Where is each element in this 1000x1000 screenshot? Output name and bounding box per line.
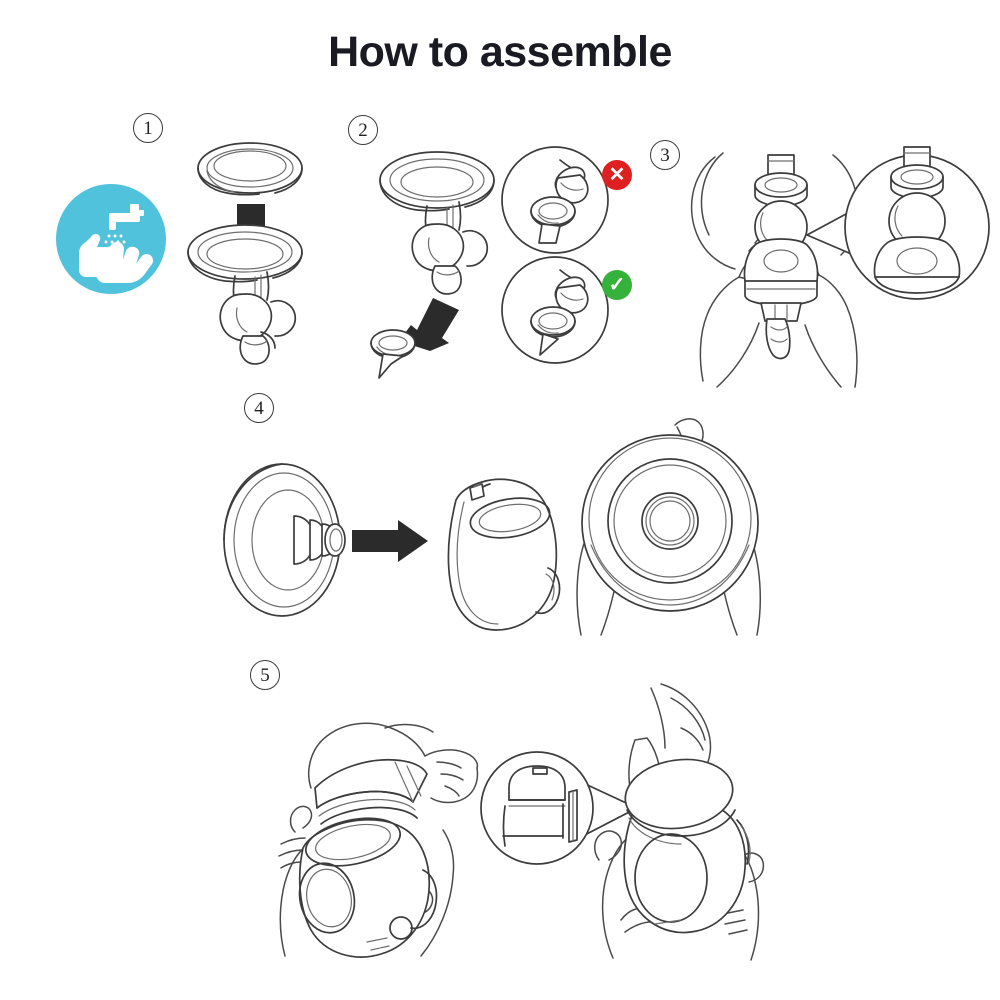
step-4-flange-and-cup xyxy=(223,463,561,631)
breast-shield-flange xyxy=(223,463,346,617)
step-2-callout-incorrect xyxy=(501,146,609,254)
right-arrow-icon xyxy=(352,520,428,562)
breast-shield-flange xyxy=(187,224,303,365)
page-title: How to assemble xyxy=(328,28,672,76)
step-number-2: 2 xyxy=(348,115,378,145)
step-4-callout-press-front-view xyxy=(576,418,762,636)
collector-cup xyxy=(447,478,561,631)
collector-cup xyxy=(298,817,438,958)
step-number-5: 5 xyxy=(250,660,280,690)
step-2-callout-correct xyxy=(501,256,609,364)
motor-unit-lid xyxy=(314,758,428,825)
silicone-cushion xyxy=(197,142,303,196)
step-3-illustration xyxy=(690,146,990,388)
check-icon: ✓ xyxy=(602,270,632,300)
magnifier-callout xyxy=(844,146,990,300)
collector-cup-front xyxy=(581,434,759,612)
step-number-1: 1 xyxy=(133,113,163,143)
breast-shield-flange xyxy=(379,151,495,295)
duckbill-valve xyxy=(370,329,416,379)
step-5-illustration-right xyxy=(480,683,765,961)
wash-hands-icon xyxy=(56,184,166,294)
step-5-illustration-left xyxy=(278,722,479,958)
step-1-illustration xyxy=(187,142,303,365)
cross-icon: ✕ xyxy=(602,160,632,190)
magnifier-callout xyxy=(480,751,594,865)
assembled-flange xyxy=(743,154,819,360)
step-2-illustration xyxy=(370,151,495,379)
step-number-3: 3 xyxy=(650,140,680,170)
collector-cup xyxy=(623,758,751,934)
step-number-4: 4 xyxy=(244,393,274,423)
